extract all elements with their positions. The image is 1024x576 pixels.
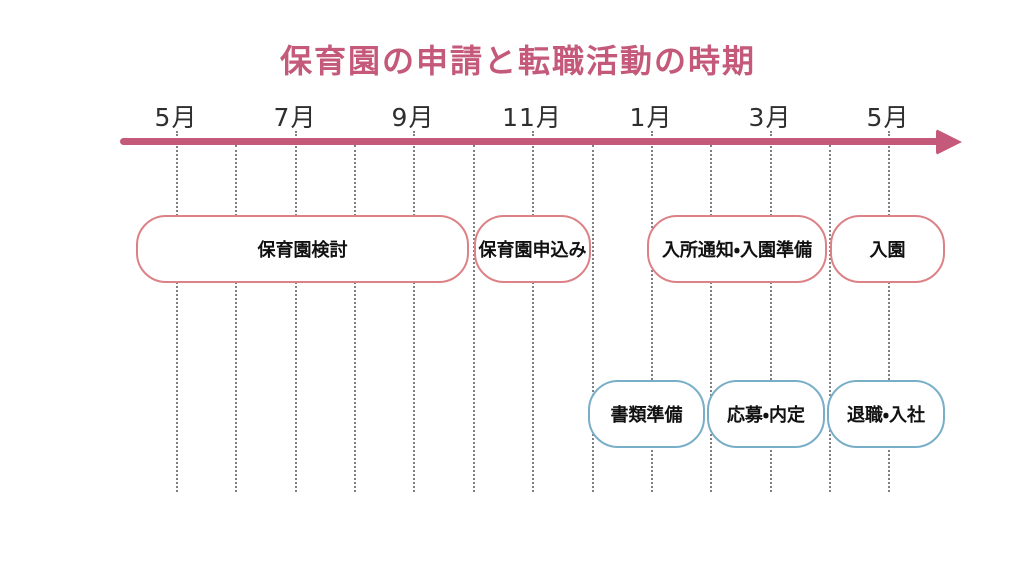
month-gridline xyxy=(532,131,534,492)
month-gridline xyxy=(473,145,475,492)
timeline-box-label: 書類準備 xyxy=(610,405,683,426)
month-label: 11月 xyxy=(502,103,562,132)
month-label: 5月 xyxy=(866,103,910,132)
timeline-box-nursery: 入所通知・入園準備 xyxy=(647,215,827,283)
month-label: 3月 xyxy=(748,103,792,132)
month-label: 7月 xyxy=(273,103,317,132)
timeline-box-label: 退職・入社 xyxy=(846,405,926,426)
month-gridline xyxy=(710,145,712,492)
page-title: 保育園の申請と転職活動の時期 xyxy=(279,42,756,80)
month-gridline xyxy=(235,145,237,492)
month-label: 5月 xyxy=(154,103,198,132)
timeline-box-label: 入所通知・入園準備 xyxy=(661,240,813,261)
month-gridline xyxy=(176,131,178,492)
month-label: 9月 xyxy=(391,103,435,132)
month-label: 1月 xyxy=(629,103,673,132)
timeline-box-label: 保育園申込み xyxy=(478,240,587,261)
month-gridline xyxy=(413,131,415,492)
timeline-axis xyxy=(120,138,940,145)
month-gridline xyxy=(888,131,890,492)
month-gridline xyxy=(295,131,297,492)
month-gridline xyxy=(829,145,831,492)
timeline-box-label: 保育園検討 xyxy=(257,240,348,261)
timeline-box-nursery: 保育園検討 xyxy=(136,215,469,283)
timeline-arrowhead-icon xyxy=(936,128,962,155)
timeline-box-nursery: 入園 xyxy=(830,215,945,283)
timeline-box-label: 応募・内定 xyxy=(726,405,806,426)
timeline-box-label: 入園 xyxy=(869,240,906,261)
timeline-box-job: 応募・内定 xyxy=(707,380,825,448)
month-gridline xyxy=(651,131,653,492)
month-gridline xyxy=(354,145,356,492)
month-gridline xyxy=(770,131,772,492)
month-gridline xyxy=(592,145,594,492)
timeline-box-job: 退職・入社 xyxy=(827,380,945,448)
timeline-box-nursery: 保育園申込み xyxy=(474,215,591,283)
timeline-box-job: 書類準備 xyxy=(588,380,705,448)
